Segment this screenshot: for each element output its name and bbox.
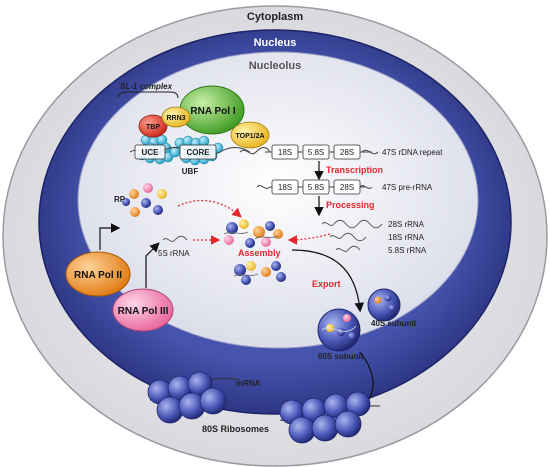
subunit-40s-label: 40S subunit xyxy=(371,319,417,328)
ribosome-cluster-right xyxy=(279,391,371,444)
rp-label: RP xyxy=(114,195,126,204)
subunit-60s-protein-d xyxy=(348,332,356,340)
tbp-label: TBP xyxy=(146,124,160,131)
assembly-cluster xyxy=(223,219,283,248)
rdna-lead xyxy=(239,147,271,155)
sl1-label: SL-1 complex xyxy=(120,82,173,91)
product-28s: 28S rRNA xyxy=(388,220,425,229)
pre-rrna: 18S 5.8S 28S xyxy=(256,179,373,195)
rdna-repeat-label: 47S rDNA repeat xyxy=(382,148,443,157)
uce-label: UCE xyxy=(142,148,160,157)
nucleus-label: Nucleus xyxy=(254,37,297,49)
pol2-to-rp-arrow xyxy=(99,223,121,250)
subunit-40s-protein-b xyxy=(384,294,392,302)
mature-rrnas xyxy=(321,219,383,252)
ribosome-cluster-left xyxy=(147,371,227,424)
assembly-cluster-lower xyxy=(233,261,286,285)
subunit-40s-protein-c xyxy=(388,304,396,312)
pre-seg-28s: 28S xyxy=(340,183,354,192)
rna-pol3-blob xyxy=(112,288,174,332)
core-label: CORE xyxy=(186,148,210,157)
rrn3-label: RRN3 xyxy=(166,115,185,122)
transcription-label: Transcription xyxy=(326,165,383,175)
subunit-40s-body xyxy=(367,288,401,322)
cytoplasm-label: Cytoplasm xyxy=(247,11,303,23)
core-box xyxy=(179,144,217,160)
subunit-60s-label: 60S subunit xyxy=(318,352,364,361)
rna-pol1-label: RNA Pol I xyxy=(190,106,235,117)
rdna-seg-18s: 18S xyxy=(278,148,292,157)
subunit-60s-protein-c xyxy=(337,328,345,336)
mrna-label: mRNA xyxy=(236,379,261,388)
uce-box xyxy=(134,144,166,160)
subunit-60s-rrna xyxy=(321,325,357,332)
product-18s: 18S rRNA xyxy=(388,233,425,242)
rna-pol2-blob xyxy=(65,251,131,297)
rna-pol2-label: RNA Pol II xyxy=(74,270,122,281)
tbp-blob xyxy=(138,114,168,138)
subunit-60s-protein-a xyxy=(343,314,351,322)
export-label: Export xyxy=(312,279,341,289)
processing-label: Processing xyxy=(326,200,375,210)
pre-seg-58s: 5.8S xyxy=(308,183,324,192)
pre-rrna-label: 47S pre-rRNA xyxy=(382,183,433,192)
subunit-40s-protein-a xyxy=(374,296,382,304)
product-58s: 5.8S rRNA xyxy=(388,246,427,255)
rp-to-assembly-arrow xyxy=(177,199,242,218)
nucleolus-label: Nucleolus xyxy=(249,60,302,72)
top-blob xyxy=(230,121,270,149)
pol3-to-5s-arrow xyxy=(145,242,160,288)
pre-seg-18s: 18S xyxy=(278,183,292,192)
ribosomes-label: 80S Ribosomes xyxy=(202,424,269,434)
assembly-label: Assembly xyxy=(238,248,281,258)
rrn3-blob xyxy=(161,106,191,128)
rdna-seg-28s: 28S xyxy=(340,148,354,157)
sl1-bracket xyxy=(117,91,179,99)
top-label: TOP1/2A xyxy=(235,133,264,140)
rna-pol3-label: RNA Pol III xyxy=(118,306,169,317)
export-arrow xyxy=(291,249,365,313)
rp-cluster xyxy=(122,183,167,217)
rrna-5s-strand xyxy=(162,235,188,242)
ubf-label: UBF xyxy=(182,167,199,176)
rdna-seg-58s: 5.8S xyxy=(308,148,324,157)
rdna-repeat: 18S 5.8S 28S xyxy=(265,144,379,160)
rrna-to-assembly-arrow xyxy=(287,233,331,245)
rrna-5s-label: 5S rRNA xyxy=(158,249,190,258)
